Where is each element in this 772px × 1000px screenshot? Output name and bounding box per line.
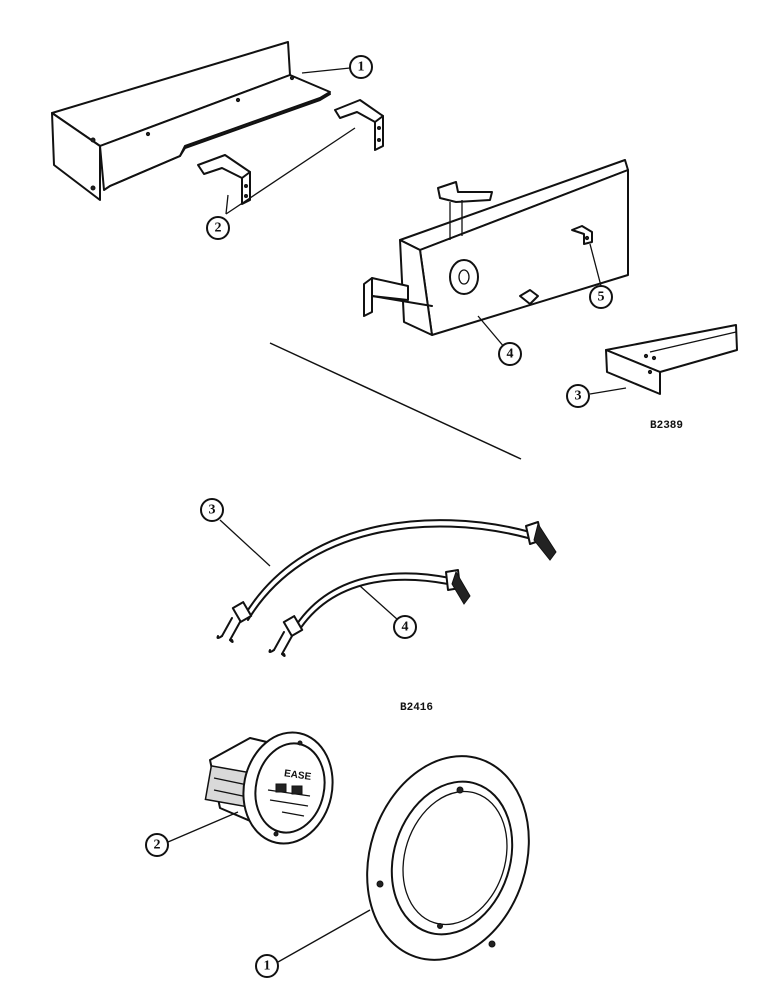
leader-line-bottom-1 — [277, 909, 371, 963]
svg-text:1: 1 — [358, 60, 365, 75]
svg-text:2: 2 — [215, 221, 222, 236]
callout-top-5: 5 — [589, 285, 613, 309]
callout-top-1: 1 — [349, 55, 373, 79]
figure-code-b2416: B2416 — [400, 702, 433, 714]
figure-code-b2389: B2389 — [650, 420, 683, 432]
leader-line-3 — [589, 387, 627, 395]
upper-shield-panel — [51, 41, 331, 201]
leader-line-1 — [301, 67, 351, 74]
svg-text:2: 2 — [154, 838, 161, 853]
callout-mid-3: 3 — [200, 498, 224, 522]
leader-line-2b — [225, 127, 356, 215]
small-fender-bracket — [605, 324, 738, 395]
leader-line-4 — [477, 315, 506, 349]
svg-text:1: 1 — [264, 959, 271, 974]
callout-top-2: 2 — [206, 216, 230, 240]
svg-text:4: 4 — [507, 347, 514, 362]
leader-line-bottom-2 — [167, 811, 239, 843]
callout-top-3: 3 — [566, 384, 590, 408]
mounting-bracket-rear — [334, 99, 384, 151]
fender-box-assembly — [363, 159, 629, 336]
svg-text:4: 4 — [402, 620, 409, 635]
leader-line-2a — [225, 194, 229, 215]
callout-bottom-1: 1 — [255, 954, 279, 978]
hour-meter-gauge: EASE — [204, 731, 334, 845]
callout-mid-4: 4 — [393, 615, 417, 639]
svg-text:5: 5 — [598, 290, 605, 305]
gauge-mounting-bezel — [366, 755, 530, 961]
svg-text:3: 3 — [209, 503, 216, 518]
svg-text:3: 3 — [575, 389, 582, 404]
wire-harness-short — [268, 569, 471, 657]
callout-top-4: 4 — [498, 342, 522, 366]
callout-bottom-2: 2 — [145, 833, 169, 857]
wire-harness-long — [216, 519, 557, 643]
figure-separator-line — [269, 342, 522, 460]
leader-line-mid-4 — [359, 585, 399, 621]
leader-line-5 — [589, 243, 602, 287]
gauge-face-text: EASE — [283, 768, 312, 783]
leader-line-mid-3 — [219, 519, 271, 567]
mounting-bracket-front — [197, 154, 251, 205]
